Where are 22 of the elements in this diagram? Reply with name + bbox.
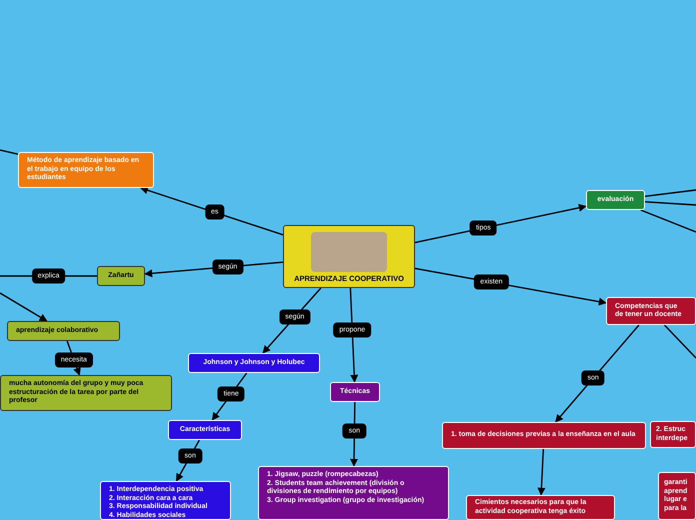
list-box [258,466,449,520]
concept-box [658,472,696,520]
concept-box [330,382,380,402]
concept-box [442,422,646,449]
connector-arrow [350,402,358,467]
concept-box [466,495,615,520]
concept-box [586,190,645,210]
connector-arrow [537,448,546,496]
concept-box [97,266,145,286]
connector-arrow [555,324,640,423]
concept-box [650,421,696,448]
connector-arrow [140,186,284,236]
concept-box [0,375,172,411]
connector-arrow [176,440,200,482]
connector-arrow [0,292,48,322]
concept-box [18,152,154,188]
list-box [100,481,231,520]
central-concept-box [283,225,415,288]
concept-box [7,321,120,341]
concept-box [188,353,320,373]
concept-box [606,297,696,325]
concept-box [168,420,242,440]
